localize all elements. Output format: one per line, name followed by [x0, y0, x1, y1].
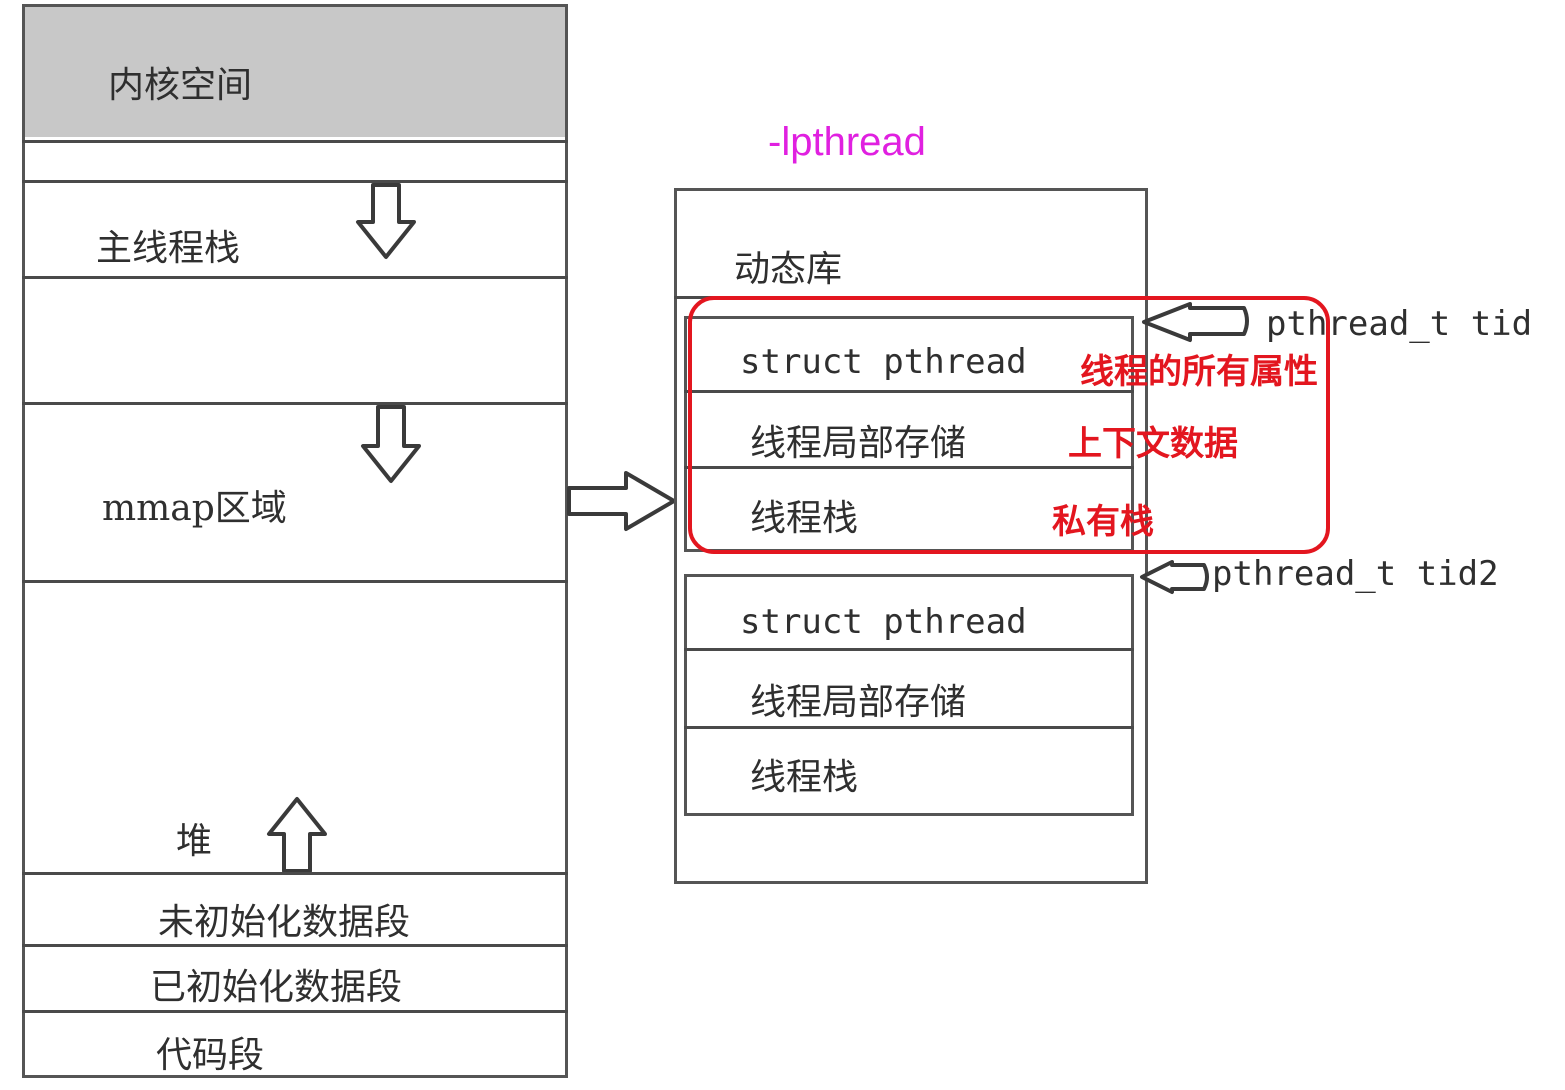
divider	[22, 580, 568, 583]
divider	[22, 140, 568, 143]
memory-layout-column	[22, 4, 568, 1078]
tid2-label: pthread_t tid2	[1212, 554, 1499, 594]
thread2-block	[684, 574, 1134, 816]
arrow-down-icon	[356, 183, 416, 259]
highlight-box	[688, 296, 1330, 554]
thread2-stack-label: 线程栈	[750, 757, 859, 798]
divider	[684, 726, 1134, 729]
heap-label: 堆	[176, 821, 213, 862]
tid-label: pthread_t tid	[1266, 304, 1533, 344]
main-thread-stack-label: 主线程栈	[96, 228, 241, 269]
thread1-stack-label: 线程栈	[750, 498, 859, 539]
divider	[22, 402, 568, 405]
arrow-left-icon	[1140, 560, 1209, 594]
arrow-right-icon	[567, 471, 676, 531]
divider	[22, 872, 568, 875]
private-stack-annotation: 私有栈	[1052, 502, 1154, 542]
divider	[22, 276, 568, 279]
divider	[22, 180, 568, 183]
thread2-tls-label: 线程局部存储	[750, 682, 967, 723]
divider	[22, 944, 568, 947]
data-segment-label: 已初始化数据段	[150, 967, 403, 1008]
code-segment-label: 代码段	[156, 1035, 265, 1076]
arrow-up-icon	[267, 797, 327, 873]
lpthread-flag: -lpthread	[768, 120, 926, 164]
mmap-region-label: mmap区域	[102, 488, 287, 529]
context-annotation: 上下文数据	[1068, 424, 1238, 464]
kernel-space-label: 内核空间	[108, 65, 253, 106]
arrow-left-icon	[1142, 302, 1249, 342]
thread2-struct-label: struct pthread	[740, 602, 1027, 642]
divider	[684, 648, 1134, 651]
kernel-space-block	[25, 7, 565, 137]
divider	[22, 1010, 568, 1013]
dynamic-library-title: 动态库	[734, 249, 843, 290]
divider	[684, 390, 1134, 393]
bss-segment-label: 未初始化数据段	[158, 902, 411, 943]
thread1-struct-label: struct pthread	[740, 342, 1027, 382]
attributes-annotation: 线程的所有属性	[1080, 352, 1318, 392]
arrow-down-icon	[361, 405, 421, 483]
divider	[684, 466, 1134, 469]
thread1-tls-label: 线程局部存储	[750, 423, 967, 464]
